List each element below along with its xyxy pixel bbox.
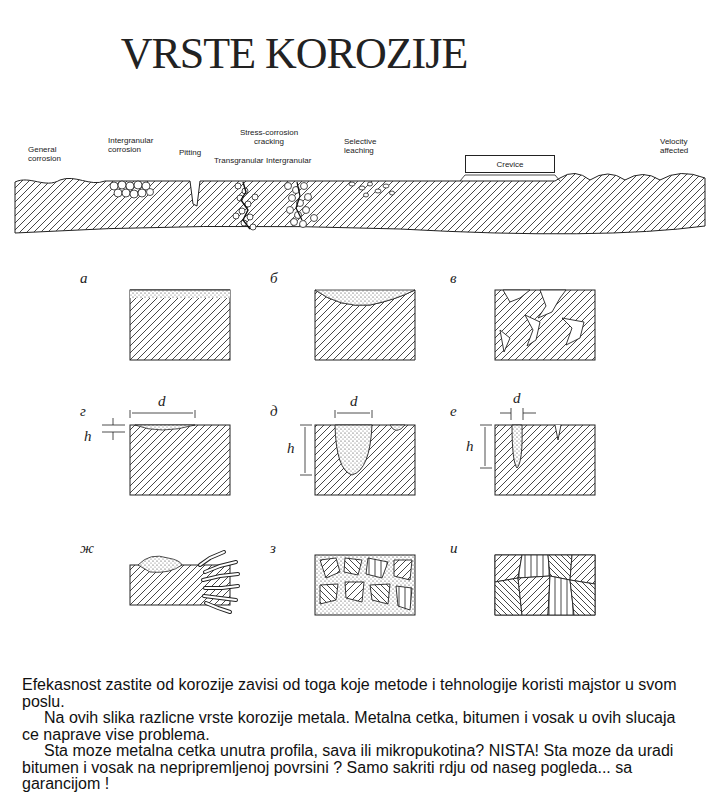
figure-letter: г xyxy=(80,403,86,420)
page-title: VRSTE KOROZIJE xyxy=(121,28,468,79)
dimension-label: d xyxy=(513,390,521,407)
body-paragraph: Sta moze metalna cetka unutra profila, s… xyxy=(22,743,692,793)
figure-letter: е xyxy=(450,403,457,420)
callout-label: Intergranular corrosion xyxy=(108,136,156,154)
dimension-label: h xyxy=(287,440,295,457)
figure-letter: д xyxy=(270,403,278,420)
dimension-label: d xyxy=(158,393,166,410)
dimension-label: d xyxy=(350,393,358,410)
callout-label: General corrosion xyxy=(28,145,68,163)
figure-letter: б xyxy=(270,270,278,287)
dimension-label: h xyxy=(84,428,92,445)
node-label: Crevice xyxy=(466,160,554,169)
body-paragraph: Na ovih slika razlicne vrste korozije me… xyxy=(22,710,692,743)
figure-letter: и xyxy=(450,540,458,557)
figure-letter: а xyxy=(80,270,88,287)
figure-letter: ж xyxy=(80,540,94,557)
callout-label: Stress-corrosion cracking xyxy=(238,128,300,146)
crevice-box: Crevice xyxy=(465,155,555,173)
callout-label: Velocity affected xyxy=(660,137,700,155)
figure-letter: в xyxy=(450,270,457,287)
callout-label: Intergranular xyxy=(266,156,311,165)
figure-letter: з xyxy=(270,540,276,557)
callout-label: Transgranular xyxy=(214,156,264,165)
body-paragraph: Efekasnost zastite od korozije zavisi od… xyxy=(22,677,692,710)
callout-label: Pitting xyxy=(179,148,201,157)
callout-label: Selective leaching xyxy=(344,137,384,155)
dimension-label: h xyxy=(466,438,474,455)
